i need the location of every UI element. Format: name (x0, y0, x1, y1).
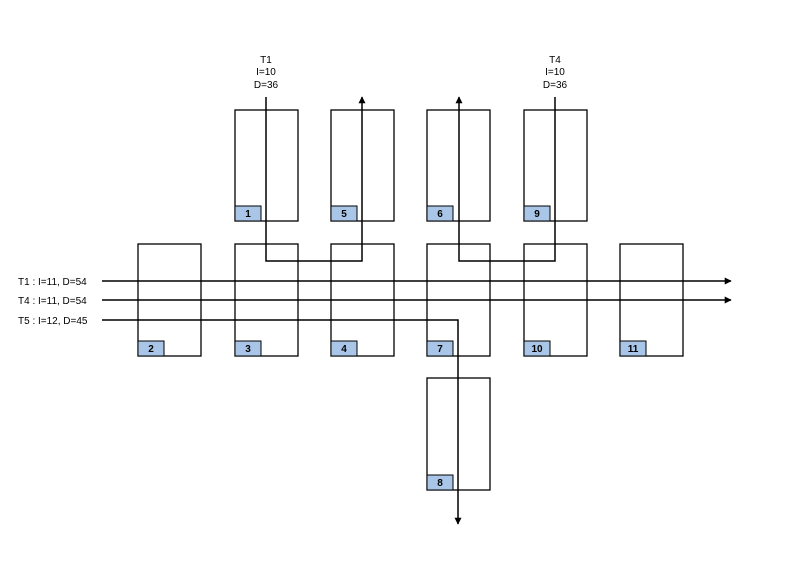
node-label: 10 (531, 344, 543, 355)
node-label: 7 (437, 344, 443, 355)
node-label: 3 (245, 344, 251, 355)
route-t5 (102, 319, 462, 525)
node-badge (619, 340, 647, 357)
annotation-line: D=36 (254, 80, 279, 91)
annotation-line: I=10 (545, 67, 565, 78)
annotation-line: T4 (549, 55, 561, 66)
node-badge (523, 340, 551, 357)
annotation-t4: T4 I=10 D=36 (543, 55, 568, 91)
annotation-line: T1 (260, 55, 272, 66)
annotation-line: I=10 (256, 67, 276, 78)
node-badge (330, 340, 358, 357)
node-label: 9 (534, 209, 540, 220)
flow-label-t4: T4 : I=11, D=54 (18, 296, 87, 307)
node-label: 2 (148, 344, 154, 355)
node-badge (523, 205, 551, 222)
node-label: 6 (437, 209, 443, 220)
node-badge (426, 474, 454, 491)
node-badge (330, 205, 358, 222)
annotation-line: D=36 (543, 80, 568, 91)
flow-label-t1: T1 : I=11, D=54 (18, 277, 87, 288)
annotation-t1: T1 I=10 D=36 (254, 55, 279, 91)
route-t1-top (265, 96, 366, 262)
node-label: 5 (341, 209, 347, 220)
node-badge (234, 205, 262, 222)
node-badge (426, 205, 454, 222)
node-badge (426, 340, 454, 357)
node-label: 8 (437, 478, 443, 489)
node-badge (234, 340, 262, 357)
flow-label-t5: T5 : I=12, D=45 (18, 316, 88, 327)
node-label: 1 (245, 209, 251, 220)
node-badge (137, 340, 165, 357)
route-t4-top (455, 96, 556, 262)
node-label: 4 (341, 344, 347, 355)
node-label: 11 (628, 344, 639, 355)
